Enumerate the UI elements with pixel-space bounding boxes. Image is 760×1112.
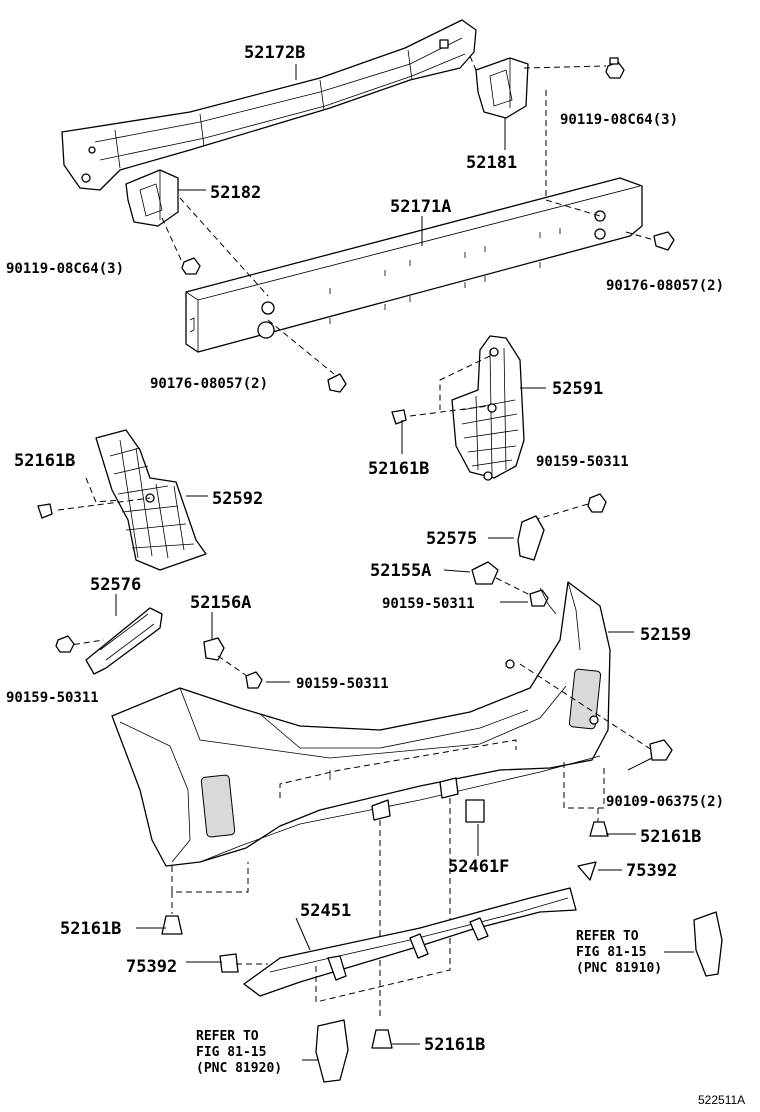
ref-left-line2: FIG 81-15 (196, 1045, 266, 1060)
reinforcement-52172b (61, 19, 477, 191)
label-52161b-e: 52161B (424, 1035, 485, 1055)
bolt-90159-d (245, 671, 263, 689)
label-52591: 52591 (552, 379, 603, 399)
bracket-52576 (85, 607, 163, 675)
label-52592: 52592 (212, 489, 263, 509)
reflector-ref-81910 (693, 911, 723, 977)
labels: 52172B 52181 52182 52171A 90119-08C64(3)… (6, 43, 745, 1107)
clip-52161b-e (371, 1029, 393, 1049)
label-52576: 52576 (90, 575, 141, 595)
label-90159-d: 90159-50311 (296, 676, 389, 692)
clip-52161b-d (161, 915, 183, 935)
bolt-90119-left (181, 257, 201, 275)
ref-right-line1: REFER TO (576, 929, 639, 944)
label-75392-b: 75392 (126, 957, 177, 977)
label-52575: 52575 (426, 529, 477, 549)
label-52155a: 52155A (370, 561, 431, 581)
bracket-52182 (125, 169, 179, 227)
label-52181: 52181 (466, 153, 517, 173)
figure-code: 522511A (698, 1093, 745, 1107)
bolt-90159-b (529, 589, 549, 607)
label-52451: 52451 (300, 901, 351, 921)
label-90159-a: 90159-50311 (536, 454, 629, 470)
bolt-90159-a (587, 493, 607, 513)
clip-75392-b (219, 953, 239, 973)
reflector-ref-81920 (315, 1019, 349, 1083)
pad-52461f (465, 799, 485, 823)
label-52182: 52182 (210, 183, 261, 203)
label-52161b-d: 52161B (60, 919, 121, 939)
clip-90176-right (653, 231, 675, 251)
spoiler-52451 (243, 887, 577, 997)
ref-left-line1: REFER TO (196, 1029, 259, 1044)
bolt-90159-c (55, 635, 75, 653)
clip-52161b-b (37, 503, 53, 519)
ref-right-line2: FIG 81-15 (576, 945, 646, 960)
clip-90176-center (327, 373, 347, 393)
bumper-cover-52159 (111, 581, 611, 867)
bracket-52155a (471, 561, 499, 585)
label-90176-center: 90176-08057(2) (150, 376, 268, 392)
bumper-reinforcement-52171a (185, 177, 643, 353)
label-52161b-a: 52161B (368, 459, 429, 479)
bolt-90109 (649, 739, 673, 761)
bracket-52156a (203, 637, 225, 661)
label-52172b: 52172B (244, 43, 305, 63)
label-75392-a: 75392 (626, 861, 677, 881)
retainer-52591 (451, 335, 525, 481)
ref-right-line3: (PNC 81910) (576, 961, 662, 976)
label-90119-left: 90119-08C64(3) (6, 261, 124, 277)
label-90159-c: 90159-50311 (6, 690, 99, 706)
label-52171a: 52171A (390, 197, 451, 217)
retainer-52592 (95, 429, 207, 571)
label-90109: 90109-06375(2) (606, 794, 724, 810)
label-52159: 52159 (640, 625, 691, 645)
clip-52161b-c (589, 821, 609, 837)
bracket-52181 (475, 57, 529, 119)
ref-left-line3: (PNC 81920) (196, 1061, 282, 1076)
label-90159-b: 90159-50311 (382, 596, 475, 612)
bolt-90119-right (605, 57, 625, 79)
label-52156a: 52156A (190, 593, 251, 613)
clip-52161b-a (391, 409, 407, 425)
bracket-52575 (517, 515, 545, 561)
label-90119-right: 90119-08C64(3) (560, 112, 678, 128)
clip-75392-a (577, 861, 597, 881)
label-90176-right: 90176-08057(2) (606, 278, 724, 294)
label-52461f: 52461F (448, 857, 509, 877)
label-52161b-c: 52161B (640, 827, 701, 847)
label-52161b-b: 52161B (14, 451, 75, 471)
